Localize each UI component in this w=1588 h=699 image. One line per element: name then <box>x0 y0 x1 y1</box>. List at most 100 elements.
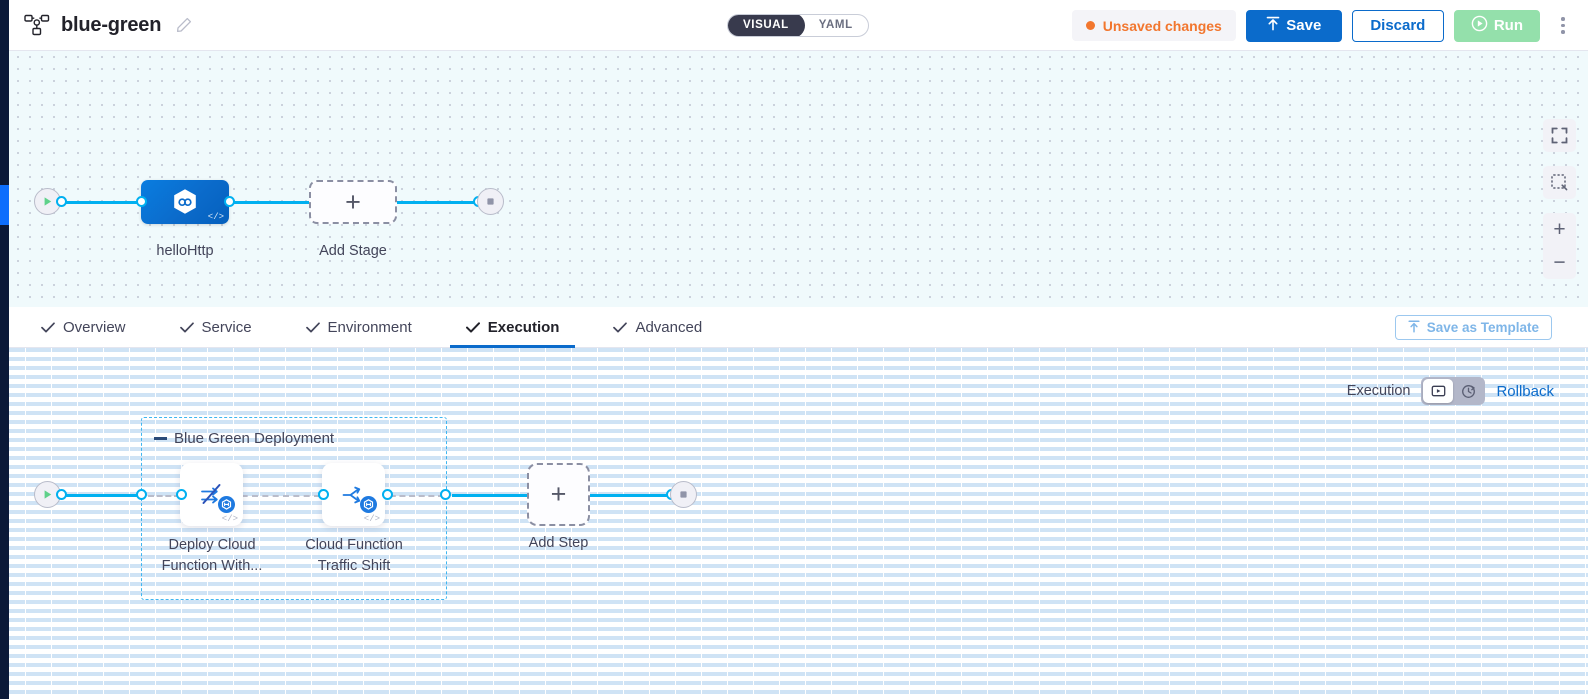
play-triangle-icon <box>44 197 52 206</box>
edge-addstep-to-end <box>590 494 670 497</box>
app-header: blue-green VISUAL YAML Unsaved changes <box>0 0 1588 51</box>
collapse-dash-icon[interactable] <box>154 437 167 440</box>
expand-icon <box>1551 127 1568 144</box>
start-node-port[interactable] <box>56 489 67 500</box>
step-label-cloud-function-traffic-shift: Cloud Function Traffic Shift <box>298 535 410 577</box>
execution-view-toggle[interactable] <box>1423 379 1454 403</box>
tab-visual[interactable]: VISUAL <box>727 15 805 36</box>
deploy-slash-arrows-icon <box>200 483 220 504</box>
run-button-label: Run <box>1493 17 1523 34</box>
run-button[interactable]: Run <box>1453 9 1540 42</box>
pencil-icon[interactable] <box>172 17 192 33</box>
tab-environment[interactable]: Environment <box>290 307 428 348</box>
step-code-tag: </> <box>221 514 238 524</box>
stage-canvas[interactable]: </> helloHttp + Add Stage <box>0 51 1588 307</box>
upload-arrow-icon <box>1408 320 1420 336</box>
check-icon <box>305 321 320 332</box>
upload-arrow-icon <box>1266 16 1280 35</box>
page-title: blue-green <box>61 13 162 36</box>
check-icon <box>613 321 628 332</box>
play-circle-icon <box>1471 15 1488 36</box>
tab-service[interactable]: Service <box>164 307 268 348</box>
section-tabs: Overview Service Environment Execution A… <box>0 307 1588 348</box>
step-canvas[interactable]: Execution Rollback <box>0 348 1588 699</box>
step-node-cloud-function-traffic-shift[interactable]: </> <box>322 463 385 526</box>
group-input-port[interactable] <box>136 489 147 500</box>
end-node[interactable] <box>477 188 504 215</box>
stage-group-title: Blue Green Deployment <box>154 430 334 447</box>
save-as-template-button[interactable]: Save as Template <box>1394 315 1552 340</box>
edge-step1-to-step2 <box>190 495 320 497</box>
plus-icon: + <box>345 186 361 217</box>
view-mode-toggle[interactable]: VISUAL YAML <box>727 14 869 37</box>
execution-mode-bar: Execution Rollback <box>1347 377 1554 405</box>
left-nav-rail <box>0 0 9 699</box>
step2-output-port[interactable] <box>382 489 393 500</box>
check-icon <box>41 321 55 332</box>
add-step-button[interactable]: + <box>527 463 590 526</box>
tab-advanced[interactable]: Advanced <box>597 307 718 348</box>
save-button[interactable]: Save <box>1245 9 1342 42</box>
step1-input-port[interactable] <box>176 489 187 500</box>
left-nav-rail-active-indicator <box>0 185 9 225</box>
plus-icon: + <box>550 479 567 509</box>
stage-output-port[interactable] <box>224 196 235 207</box>
edge-hellohttp-to-addstage <box>224 201 314 204</box>
step-node-deploy-cloud-function[interactable]: </> <box>180 463 243 526</box>
step-label-line1: Deploy Cloud <box>168 537 256 553</box>
edge-addstage-to-end <box>392 201 482 204</box>
check-icon <box>179 321 194 332</box>
save-as-template-label: Save as Template <box>1426 320 1539 335</box>
edge-start-to-group <box>58 494 142 497</box>
zoom-out-button[interactable]: − <box>1553 251 1566 274</box>
tab-overview[interactable]: Overview <box>25 307 142 348</box>
tab-service-label: Service <box>201 318 252 336</box>
stage-input-port[interactable] <box>136 196 147 207</box>
stop-square-icon <box>487 198 494 205</box>
edge-group-in <box>148 495 180 497</box>
step-label-line2: Traffic Shift <box>317 558 391 574</box>
stage-group-title-label: Blue Green Deployment <box>174 430 335 447</box>
rollback-view-toggle[interactable] <box>1453 379 1483 403</box>
stage-node-hellohttp[interactable]: </> <box>141 180 229 224</box>
add-stage-button[interactable]: + <box>309 180 397 224</box>
add-stage-label: Add Stage <box>319 243 387 259</box>
stage-code-tag: </> <box>207 212 224 222</box>
tab-execution-label: Execution <box>487 318 560 336</box>
step-label-line2: Function With... <box>161 558 263 574</box>
tab-environment-label: Environment <box>327 318 412 336</box>
fit-to-screen-button[interactable] <box>1543 166 1576 199</box>
canvas-controls[interactable]: + − <box>1543 119 1576 279</box>
tab-yaml[interactable]: YAML <box>818 19 853 31</box>
fullscreen-button[interactable] <box>1543 119 1576 152</box>
stage-label-hellohttp: helloHttp <box>156 243 214 259</box>
traffic-split-icon <box>342 486 360 503</box>
unsaved-changes-label: Unsaved changes <box>1102 17 1222 34</box>
tab-overview-label: Overview <box>63 318 126 336</box>
tab-execution[interactable]: Execution <box>449 307 576 348</box>
status-dot-icon <box>1085 21 1095 30</box>
stop-square-icon <box>680 491 687 498</box>
edge-group-to-addstep <box>452 494 530 497</box>
step-code-tag: </> <box>363 514 380 524</box>
check-icon <box>465 321 480 333</box>
step2-input-port[interactable] <box>318 489 329 500</box>
rollback-link[interactable]: Rollback <box>1496 382 1554 400</box>
play-triangle-icon <box>44 490 52 499</box>
rollback-arrow-icon <box>1462 384 1475 398</box>
discard-button[interactable]: Discard <box>1351 9 1444 42</box>
execution-label: Execution <box>1346 383 1411 399</box>
step-label-deploy-cloud-function: Deploy Cloud Function With... <box>156 535 268 577</box>
tab-advanced-label: Advanced <box>635 318 703 336</box>
zoom-in-button[interactable]: + <box>1553 218 1566 241</box>
add-step-label: Add Step <box>528 535 589 551</box>
start-node-port[interactable] <box>56 196 67 207</box>
end-node[interactable] <box>670 481 697 508</box>
stage-group-blue-green-deployment[interactable]: Blue Green Deployment <box>141 417 447 600</box>
execution-rollback-toggle[interactable] <box>1421 377 1486 405</box>
hexagon-link-icon <box>174 188 196 214</box>
kebab-menu-icon[interactable] <box>1550 10 1576 42</box>
group-output-port[interactable] <box>440 489 451 500</box>
step-label-line1: Cloud Function <box>305 537 403 553</box>
